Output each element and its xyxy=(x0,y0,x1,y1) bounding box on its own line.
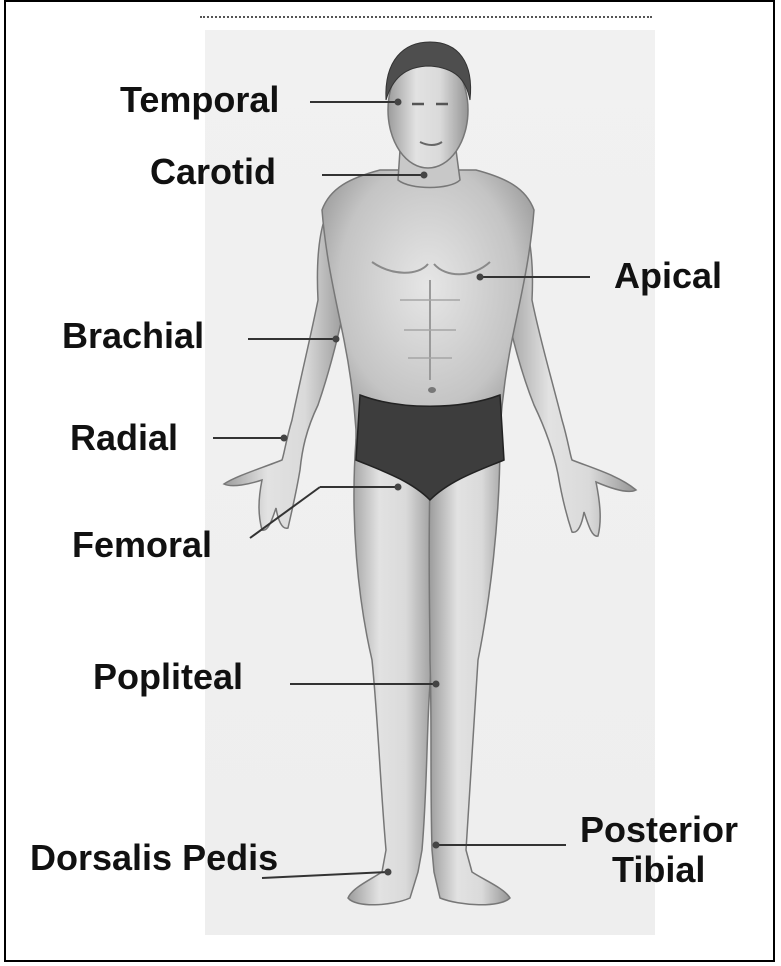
head xyxy=(386,42,471,188)
label-posterior-tibial-line1: Posterior xyxy=(580,810,738,850)
femoral-pulse-point xyxy=(395,484,402,491)
carotid-pulse-point xyxy=(421,172,428,179)
brachial-pulse-point xyxy=(333,336,340,343)
apical-pulse-point xyxy=(477,274,484,281)
label-femoral: Femoral xyxy=(72,525,212,565)
label-apical: Apical xyxy=(614,256,722,296)
label-dorsalis-pedis: Dorsalis Pedis xyxy=(30,838,278,878)
label-temporal: Temporal xyxy=(120,80,279,120)
label-popliteal: Popliteal xyxy=(93,657,243,697)
temporal-pulse-point xyxy=(395,99,402,106)
dorsalis-pedis-pulse-point xyxy=(385,869,392,876)
label-carotid: Carotid xyxy=(150,152,276,192)
label-posterior-tibial-line2: Tibial xyxy=(612,850,705,890)
left-leg xyxy=(348,440,437,905)
popliteal-pulse-point xyxy=(433,681,440,688)
posterior-tibial-pulse-point xyxy=(433,842,440,849)
radial-pulse-point xyxy=(281,435,288,442)
label-radial: Radial xyxy=(70,418,178,458)
dorsalis-pedis-leader xyxy=(262,872,388,878)
right-leg xyxy=(429,440,510,905)
label-brachial: Brachial xyxy=(62,316,204,356)
